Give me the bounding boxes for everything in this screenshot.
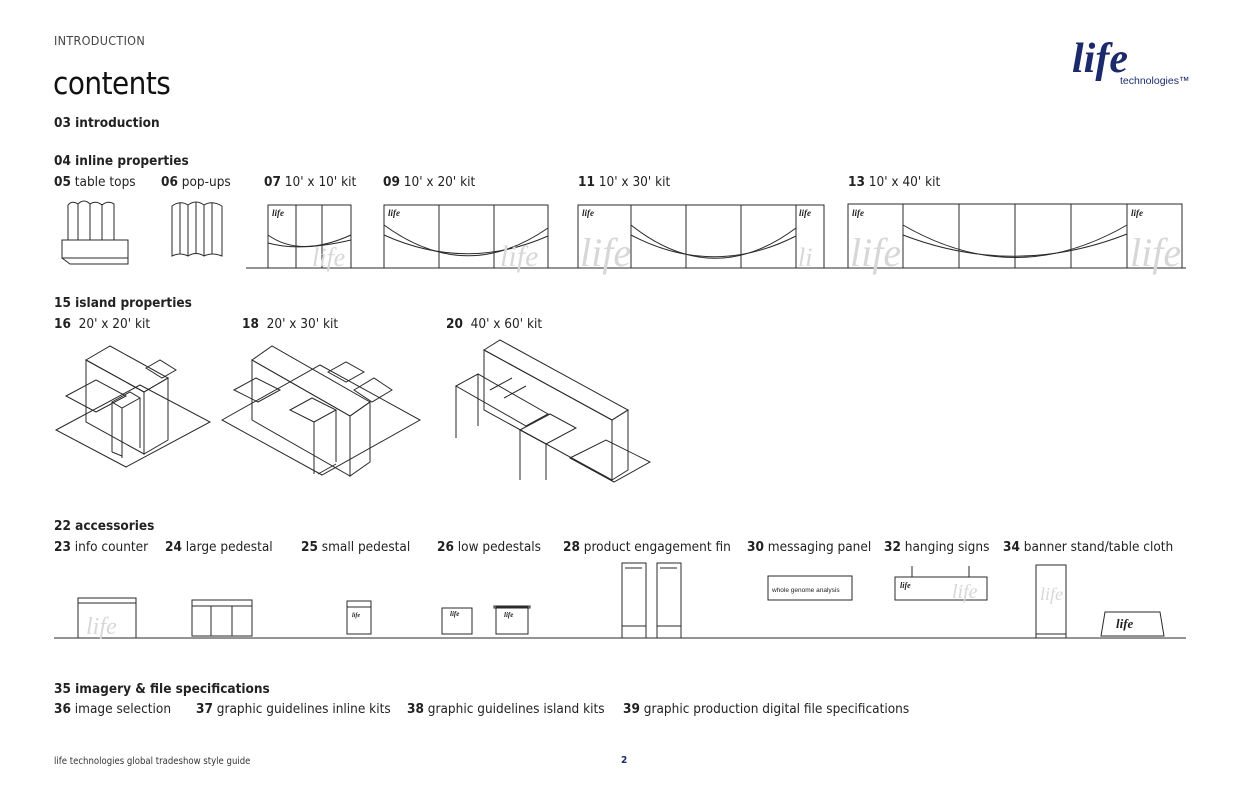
toc-item-10x10-kit[interactable]: 07 10' x 10' kit [264, 174, 357, 190]
kit-10x30-illustration: life life life li [577, 204, 825, 275]
svg-text:life: life [1116, 616, 1134, 631]
toc-item-product-engagement-fin[interactable]: 28 product engagement fin [563, 539, 731, 555]
kit-10x40-illustration: life life life life [847, 203, 1183, 275]
toc-introduction[interactable]: 03 introduction [54, 115, 160, 131]
svg-text:life: life [1131, 208, 1143, 218]
toc-item-graphic-island[interactable]: 38 graphic guidelines island kits [407, 701, 605, 717]
toc-imagery-specs[interactable]: 35 imagery & file specifications [54, 681, 270, 697]
messaging-panel-text: whole genome analysis [771, 587, 840, 594]
toc-item-small-pedestal[interactable]: 25 small pedestal [301, 539, 411, 555]
low-pedestals-illustration: life life [441, 605, 531, 635]
kit-10x20-illustration: life life [383, 204, 549, 273]
product-fin-illustration [621, 562, 682, 639]
island-20x30-illustration [220, 345, 422, 477]
hanging-sign-illustration: life life [894, 566, 988, 603]
page-number: 2 [621, 755, 628, 766]
svg-text:life: life [500, 240, 538, 273]
toc-item-table-tops[interactable]: 05 table tops [54, 174, 136, 190]
toc-item-10x40-kit[interactable]: 13 10' x 40' kit [848, 174, 941, 190]
toc-island-properties[interactable]: 15 island properties [54, 295, 192, 311]
toc-inline-properties[interactable]: 04 inline properties [54, 153, 189, 169]
svg-text:life: life [952, 581, 978, 603]
section-label: INTRODUCTION [54, 33, 146, 48]
svg-text:life: life [86, 614, 117, 640]
svg-text:li: li [798, 243, 812, 272]
island-20x20-illustration [54, 345, 212, 468]
toc-item-hanging-signs[interactable]: 32 hanging signs [884, 539, 990, 555]
svg-text:life: life [900, 581, 911, 590]
pop-up-illustration [171, 201, 223, 257]
toc-item-pop-ups[interactable]: 06 pop-ups [161, 174, 231, 190]
svg-text:life: life [850, 230, 901, 275]
table-cloth-illustration: life [1100, 611, 1165, 637]
life-technologies-logo: life technologies™ [1070, 32, 1200, 94]
toc-item-low-pedestals[interactable]: 26 low pedestals [437, 539, 541, 555]
small-pedestal-illustration: life [346, 600, 372, 635]
svg-text:life: life [388, 208, 400, 218]
toc-accessories[interactable]: 22 accessories [54, 518, 155, 534]
island-40x60-illustration [454, 339, 652, 483]
toc-item-large-pedestal[interactable]: 24 large pedestal [165, 539, 273, 555]
table-top-illustration [61, 200, 129, 265]
toc-item-image-selection[interactable]: 36 image selection [54, 701, 172, 717]
info-counter-illustration: life [77, 597, 137, 640]
footer-text: life technologies global tradeshow style… [54, 756, 251, 767]
svg-text:life: life [450, 610, 459, 618]
svg-text:life: life [504, 611, 513, 619]
toc-item-10x30-kit[interactable]: 11 10' x 30' kit [578, 174, 671, 190]
banner-stand-illustration: life [1035, 564, 1067, 639]
toc-item-messaging-panel[interactable]: 30 messaging panel [747, 539, 872, 555]
toc-item-40x60-kit[interactable]: 20 40' x 60' kit [446, 316, 543, 332]
svg-text:life: life [352, 613, 360, 619]
page-title: contents [53, 66, 171, 102]
messaging-panel-illustration: whole genome analysis [767, 575, 853, 601]
logo-subtext: technologies™ [1120, 75, 1189, 87]
toc-item-20x30-kit[interactable]: 18 20' x 30' kit [242, 316, 339, 332]
kit-10x10-illustration: life life [267, 204, 352, 272]
svg-text:life: life [799, 208, 811, 218]
svg-text:life: life [580, 230, 631, 275]
svg-text:life: life [1130, 230, 1181, 275]
svg-text:life: life [582, 208, 594, 218]
toc-item-info-counter[interactable]: 23 info counter [54, 539, 149, 555]
toc-item-10x20-kit[interactable]: 09 10' x 20' kit [383, 174, 476, 190]
toc-item-file-specs[interactable]: 39 graphic production digital file speci… [623, 701, 910, 717]
large-pedestal-illustration [191, 599, 253, 637]
toc-item-banner-stand[interactable]: 34 banner stand/table cloth [1003, 539, 1174, 555]
svg-text:life: life [852, 208, 864, 218]
svg-text:life: life [1040, 584, 1063, 604]
toc-item-graphic-inline[interactable]: 37 graphic guidelines inline kits [196, 701, 391, 717]
svg-text:life: life [272, 208, 284, 218]
logo-word: life [1072, 36, 1128, 82]
toc-item-20x20-kit[interactable]: 16 20' x 20' kit [54, 316, 151, 332]
svg-text:life: life [312, 243, 345, 272]
